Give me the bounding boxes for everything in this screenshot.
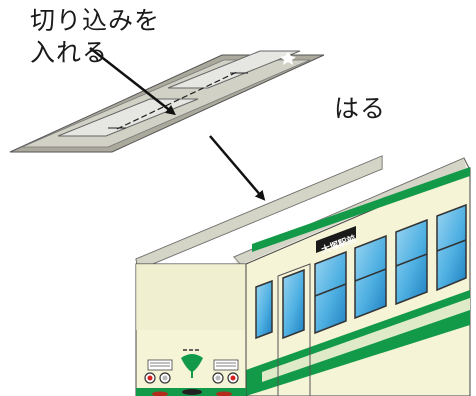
star-icon: [280, 52, 296, 65]
instruction-label-line2: 入れる: [30, 38, 109, 67]
instruction-label-line1: 切り込みを: [30, 6, 161, 35]
door-outline: [277, 263, 311, 396]
front-details: [136, 349, 246, 396]
arrow-to-car: [209, 135, 266, 201]
headlight-left-inner: [147, 375, 153, 381]
tram-car: 大塚駅前: [135, 155, 471, 396]
window-2: [314, 250, 347, 335]
roof-panel-front: [57, 98, 199, 137]
window-1: [255, 279, 273, 340]
window-2-bar: [314, 283, 347, 297]
cut-line: [116, 70, 240, 130]
window-3: [354, 234, 387, 320]
roof-panel-back: [167, 50, 301, 89]
paste-label: はる: [334, 94, 387, 123]
tram-front-shade: [136, 264, 246, 330]
vent-right: [213, 359, 239, 371]
window-4: [395, 218, 428, 306]
window-4-bar: [395, 253, 428, 267]
ginkgo-leaf-icon: [181, 354, 203, 372]
stripe-lower-inner: [262, 298, 470, 382]
vent-left: [147, 359, 173, 371]
window-5-bar: [436, 239, 467, 252]
roof-strip-left: [136, 156, 382, 270]
side-windows: [255, 203, 467, 340]
roof-piece: [9, 50, 325, 153]
stripe-upper: [252, 167, 470, 252]
arrow-to-cut: [89, 47, 176, 116]
window-3-bar: [354, 268, 387, 282]
door-window: [282, 268, 305, 340]
window-5: [436, 203, 467, 292]
